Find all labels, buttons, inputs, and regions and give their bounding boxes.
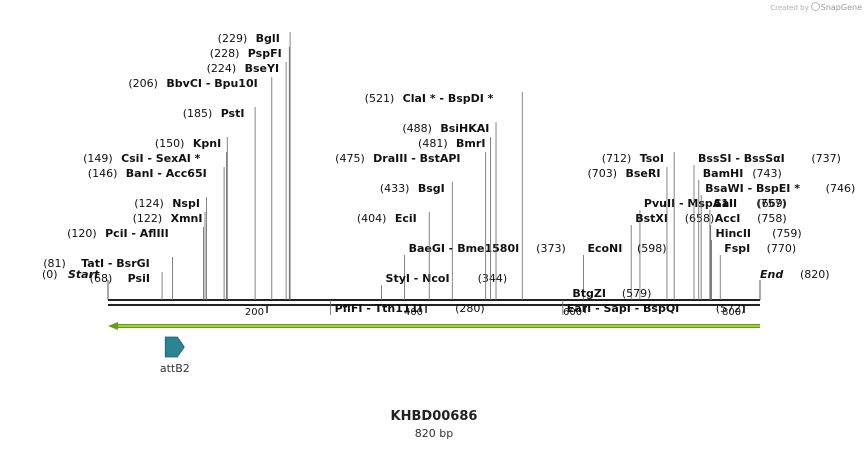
ruler-tick-label: 800 <box>722 307 741 318</box>
enzyme-position: (770) <box>767 242 797 255</box>
enzyme-site-bani: BanI - Acc65I <box>126 167 207 180</box>
ruler-tick-label: 600 <box>563 307 582 318</box>
enzyme-position: (280) <box>455 302 485 315</box>
enzyme-position: (224) <box>207 62 237 75</box>
enzyme-site-kpni: KpnI <box>193 137 221 150</box>
enzyme-site-tati: TatI - BsrGI <box>81 257 150 270</box>
enzyme-site-pflfi: PflFI - Tth111I <box>335 302 423 315</box>
enzyme-position: (122) <box>133 212 163 225</box>
enzyme-site-psti: PstI <box>221 107 245 120</box>
enzyme-position: (572) <box>716 302 746 315</box>
start-position: (0) <box>42 268 58 281</box>
enzyme-position: (746) <box>826 182 856 195</box>
enzyme-position: (229) <box>218 32 248 45</box>
snapgene-logo-icon <box>810 2 820 11</box>
enzyme-site-bsgi: BsgI <box>418 182 445 195</box>
enzyme-position: (146) <box>88 167 118 180</box>
enzyme-site-csii: CsiI - SexAI * <box>121 152 201 165</box>
enzyme-site-draiii: DraIII - BstAPI <box>373 152 460 165</box>
enzyme-position: (757) <box>756 197 786 210</box>
start-label: Start <box>68 268 100 281</box>
enzyme-position: (120) <box>67 227 97 240</box>
enzyme-site-bamhi: BamHI <box>703 167 744 180</box>
enzyme-site-bsihkai: BsiHKAI <box>440 122 489 135</box>
enzyme-position: (475) <box>335 152 365 165</box>
ruler-tick-label: 200 <box>245 307 264 318</box>
arrow-right-icon[interactable] <box>164 336 185 358</box>
enzyme-site-pvuii: PvuII - MspA1I <box>644 197 733 210</box>
enzyme-site-pcii: PciI - AflIII <box>105 227 169 240</box>
enzyme-position: (669) <box>757 197 787 210</box>
credit-brand: SnapGene <box>820 3 862 12</box>
enzyme-site-clai: ClaI * - BspDI * <box>403 92 494 105</box>
enzyme-position: (404) <box>357 212 387 225</box>
feature-label-attb2: attB2 <box>160 362 190 375</box>
enzyme-position: (124) <box>134 197 164 210</box>
enzyme-position: (150) <box>155 137 185 150</box>
enzyme-position: (598) <box>637 242 667 255</box>
enzyme-site-styi: StyI - NcoI <box>386 272 450 285</box>
enzyme-site-bseyi: BseYI <box>245 62 279 75</box>
enzyme-position: (712) <box>602 152 632 165</box>
enzyme-position: (579) <box>622 287 652 300</box>
sequence-title: KHBD00686 <box>390 409 478 424</box>
enzyme-site-fspi: FspI <box>724 242 750 255</box>
end-label: End <box>760 268 783 281</box>
enzyme-position: (81) <box>43 257 66 270</box>
enzyme-site-sali: SalI <box>714 197 737 210</box>
enzyme-position: (737) <box>811 152 841 165</box>
enzyme-site-bsssi: BssSI - BssSαI <box>698 152 785 165</box>
enzyme-position: (758) <box>757 212 787 225</box>
enzyme-site-econi: EcoNI <box>587 242 622 255</box>
snapgene-credit: Created by SnapGene <box>770 2 862 12</box>
enzyme-position: (658) <box>685 212 715 225</box>
enzyme-site-ecii: EciI <box>395 212 417 225</box>
feature-arrowhead-icon <box>108 322 118 330</box>
enzyme-site-pspfi: PspFI <box>248 47 282 60</box>
enzyme-position: (488) <box>402 122 432 135</box>
enzyme-position: (703) <box>587 167 617 180</box>
enzyme-position: (68) <box>90 272 113 285</box>
enzyme-site-bstxi: BstXI <box>635 212 668 225</box>
ruler-tick-label: 400 <box>404 307 423 318</box>
enzyme-position: (521) <box>365 92 395 105</box>
end-position: (820) <box>800 268 830 281</box>
enzyme-site-bseri: BseRI <box>625 167 660 180</box>
enzyme-site-bsawi: BsaWI - BspEI * <box>705 182 800 195</box>
enzyme-position: (344) <box>478 272 508 285</box>
enzyme-position: (433) <box>380 182 410 195</box>
enzyme-site-baegi: BaeGI - Bme1580I <box>409 242 520 255</box>
enzyme-position: (743) <box>752 167 782 180</box>
enzyme-site-nspi: NspI <box>172 197 200 210</box>
enzyme-position: (373) <box>536 242 566 255</box>
enzyme-site-eari: EarI - SapI - BspQI <box>567 302 679 315</box>
enzyme-site-xmni: XmnI <box>171 212 203 225</box>
enzyme-position: (228) <box>210 47 240 60</box>
enzyme-position: (206) <box>128 77 158 90</box>
enzyme-site-bgli: BglI <box>256 32 280 45</box>
enzyme-position: (481) <box>418 137 448 150</box>
enzyme-site-bbvci: BbvCI - Bpu10I <box>166 77 257 90</box>
enzyme-position: (149) <box>83 152 113 165</box>
enzyme-site-acci: AccI <box>715 212 741 225</box>
enzyme-site-tsoi: TsoI <box>640 152 664 165</box>
enzyme-site-bmri: BmrI <box>456 137 485 150</box>
enzyme-site-psii: PsiI <box>128 272 150 285</box>
sequence-length: 820 bp <box>414 427 454 440</box>
enzyme-site-hincii: HincII <box>715 227 751 240</box>
enzyme-position: (185) <box>183 107 213 120</box>
credit-prefix: Created by <box>770 4 809 12</box>
enzyme-site-btgzi: BtgZI <box>572 287 606 300</box>
enzyme-position: (759) <box>772 227 802 240</box>
